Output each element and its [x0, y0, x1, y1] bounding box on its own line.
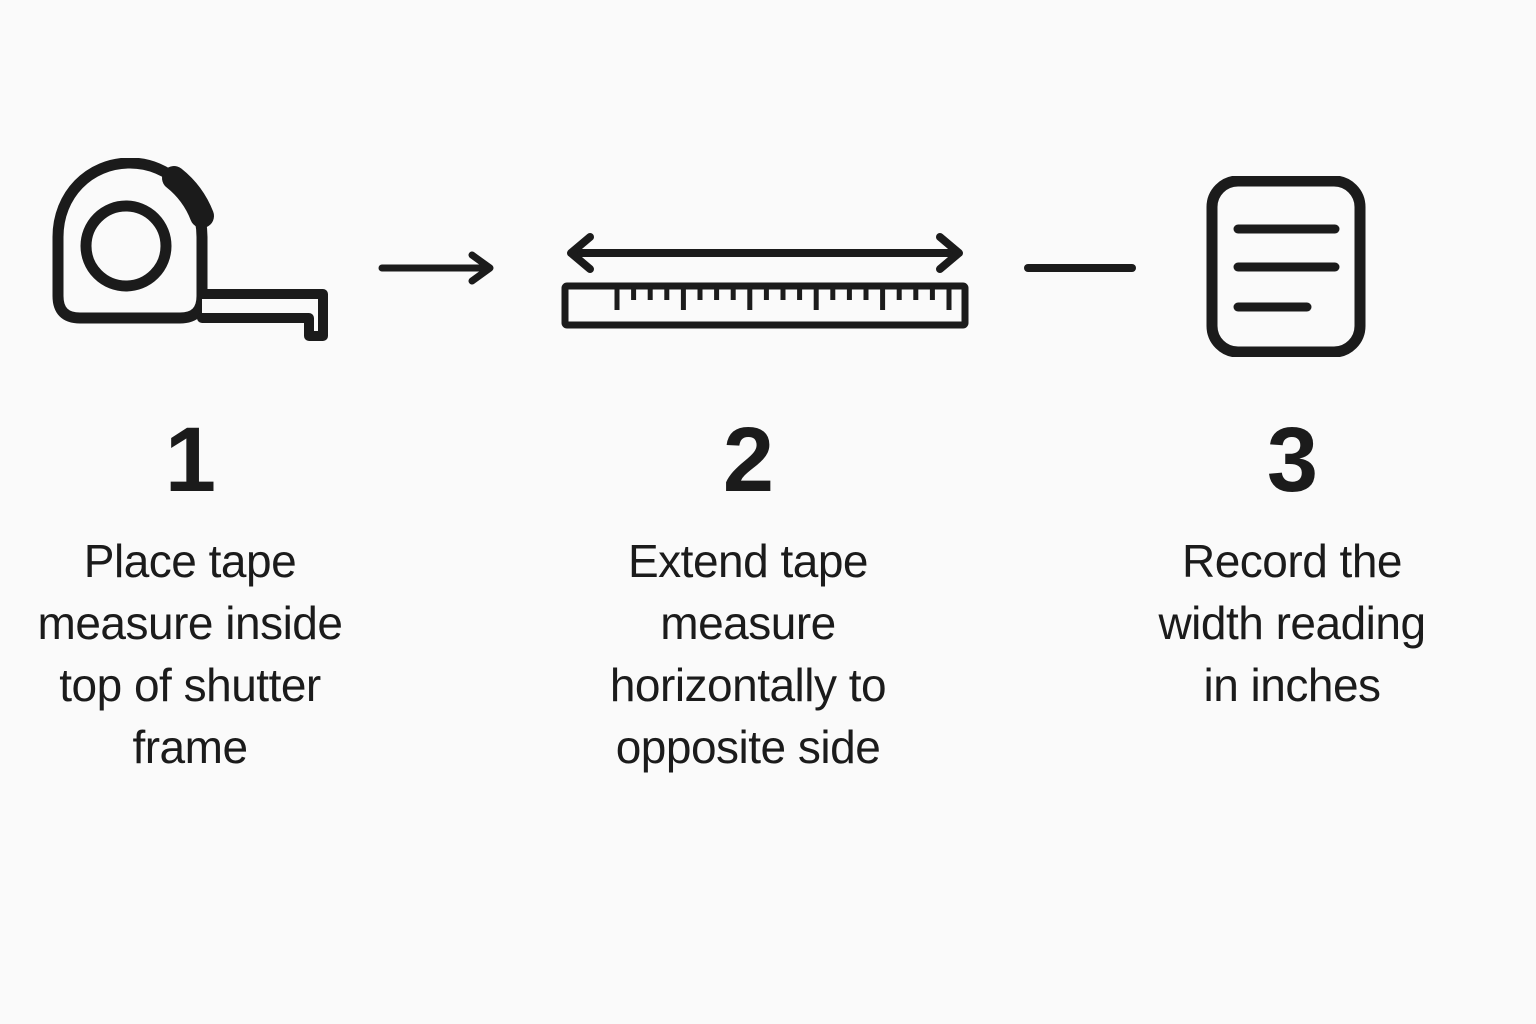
tape-measure-reel	[80, 200, 172, 292]
double-arrow-right-head	[936, 233, 963, 273]
step-2-caption: Extend tape measure horizontally to oppo…	[609, 535, 887, 773]
ruler-ticks	[614, 286, 952, 310]
line-connector-icon	[1024, 264, 1136, 272]
tape-measure-icon	[52, 158, 328, 341]
double-arrow-left-head	[567, 233, 594, 273]
notes-document-icon	[1206, 176, 1366, 357]
step-3-caption: Record the width reading in inches	[1158, 535, 1426, 711]
arrow-connector-icon	[378, 251, 494, 285]
step-3-number: 3	[1266, 409, 1318, 511]
step-1-number: 1	[164, 409, 216, 511]
step-1-caption: Place tape measure inside top of shutter…	[37, 535, 343, 773]
extended-ruler-icon	[561, 233, 969, 329]
tape-measure-blade	[197, 289, 328, 341]
step-2-number: 2	[722, 409, 774, 511]
tape-measure-thumb-lock	[162, 166, 214, 228]
